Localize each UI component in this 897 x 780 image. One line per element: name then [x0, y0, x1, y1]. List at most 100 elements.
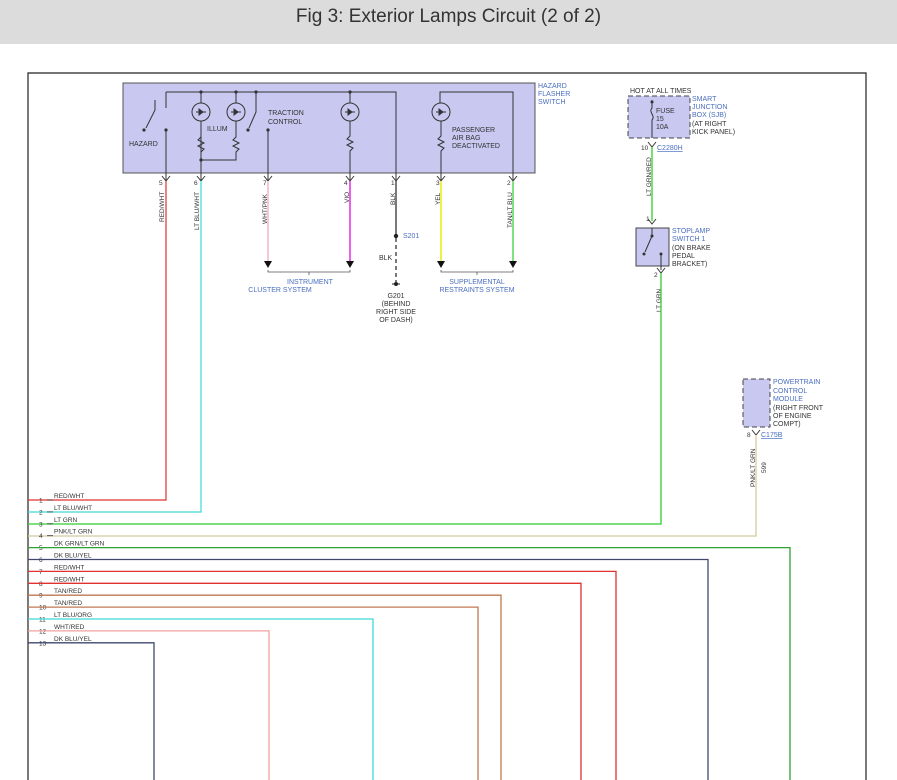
pcm-label-5: OF ENGINE [773, 413, 812, 420]
bus-line-label: RED/WHT [54, 576, 84, 583]
pin-number: 4 [344, 180, 348, 187]
hazard-contact [145, 109, 156, 129]
arrow-instrument-2 [346, 261, 354, 268]
bus-line-label: LT BLU/WHT [54, 505, 92, 512]
pin-4: 4 VIO [344, 175, 355, 203]
indicator-lamp-icon [340, 92, 360, 180]
bus-line-label: WHT/RED [54, 624, 85, 631]
powertrain-control-module: POWERTRAIN CONTROL MODULE (RIGHT FRONT O… [742, 378, 824, 487]
pcm-connector-label[interactable]: C175B [761, 432, 783, 439]
hazard-label: HAZARD [129, 141, 158, 148]
bus-line-label: TAN/RED [54, 588, 82, 595]
instrument-bracket [267, 270, 351, 275]
bus-line-number: 6 [39, 557, 43, 564]
sjb-connector-label[interactable]: C2280H [657, 145, 683, 152]
passenger-label-1: PASSENGER [452, 127, 495, 134]
hot-at-all-times-label: HOT AT ALL TIMES [630, 88, 692, 95]
diagram-frame [27, 72, 867, 780]
bus-line-number: 7 [39, 569, 43, 576]
stoplamp-pin-top: 1 [646, 216, 650, 223]
bus-wire [28, 594, 502, 780]
sjb-pin: 10 [641, 145, 649, 152]
sjb-label-3: BOX (SJB) [692, 112, 726, 119]
passenger-label-3: DEACTIVATED [452, 143, 500, 150]
bus-line-number: 9 [39, 593, 43, 600]
bus-line-label: DK GRN/LT GRN [54, 541, 105, 548]
bus-line-number: 5 [39, 545, 43, 552]
airbag-lamp-icon [431, 91, 460, 180]
illum-lamp-1-icon [191, 92, 211, 180]
wire-red-wht-drop [28, 181, 167, 501]
bus-line-label: PNK/LT GRN [54, 529, 93, 536]
sjb-label-5: KICK PANEL) [692, 129, 735, 136]
stoplamp-switch: 1 STOPLAMP SWITCH 1 (ON BRAKE PEDAL BRAC… [635, 216, 711, 312]
pcm-label-3: MODULE [773, 396, 803, 403]
stoplamp-label-5: BRACKET) [672, 261, 707, 268]
instrument-cluster-label-1: INSTRUMENT [287, 279, 334, 286]
pcm-label-4: (RIGHT FRONT [773, 405, 824, 412]
hazard-flasher-switch: HAZARD FLASHER SWITCH HAZARD [122, 82, 570, 180]
sjb-wire-label: LT GRN/RED [646, 157, 653, 196]
wire-label: YEL [435, 192, 442, 205]
stoplamp-pin-bottom: 2 [654, 272, 658, 279]
pcm-label-2: CONTROL [773, 388, 807, 395]
bus-line-label: RED/WHT [54, 564, 84, 571]
splice-s201 [393, 233, 399, 239]
bus-wire [28, 546, 791, 780]
pcm-wire-label: PNK/LT GRN [750, 448, 757, 487]
pin-number: 6 [194, 180, 198, 187]
bus-line-number: 2 [39, 509, 43, 516]
bus-line-number: 4 [39, 533, 43, 540]
stoplamp-label-1: STOPLAMP [672, 228, 710, 235]
srs-bracket [440, 270, 514, 275]
bus-line-number: 8 [39, 581, 43, 588]
hazard-switch-title-3: SWITCH [538, 99, 566, 106]
ground-label-1: G201 [387, 293, 404, 300]
hazard-switch-title-2: FLASHER [538, 91, 570, 98]
page-title: Fig 3: Exterior Lamps Circuit (2 of 2) [295, 6, 602, 27]
smart-junction-box: HOT AT ALL TIMES FUSE 15 10A SMART JUNCT… [627, 88, 735, 196]
wire-lt-grn [28, 273, 662, 525]
bus-line-number: 1 [39, 498, 43, 505]
wire-label: RED/WHT [159, 192, 166, 222]
wire-label: VIO [344, 192, 351, 203]
arrow-instrument-1 [264, 261, 272, 268]
pcm-pin: 8 [747, 432, 751, 439]
bus-line-number: 10 [39, 605, 47, 612]
bus-wire [28, 570, 617, 780]
bus-wire [28, 630, 270, 780]
instrument-cluster-label-2: CLUSTER SYSTEM [248, 287, 312, 294]
wire-pnk-lt-grn [28, 435, 757, 537]
supplemental-label-2: RESTRAINTS SYSTEM [439, 287, 514, 294]
illum-label: ILLUM [207, 126, 228, 133]
fuse-label: FUSE [656, 108, 675, 115]
pin-number: 7 [263, 180, 267, 187]
pin-7: 7 WHT/PNK [262, 175, 273, 224]
pin-number: 5 [159, 180, 163, 187]
title-bar: Fig 3: Exterior Lamps Circuit (2 of 2) [0, 0, 897, 44]
bus-line-number: 11 [39, 617, 46, 624]
traction-label-1: TRACTION [268, 110, 304, 117]
pin-number: 3 [436, 180, 440, 187]
traction-contact [248, 92, 257, 129]
wire-label: TAN/LT BLU [507, 192, 514, 228]
stoplamp-label-2: SWITCH 1 [672, 236, 706, 243]
bus-line-label: LT GRN [54, 517, 78, 524]
pin-6: 6 LT BLU/WHT [194, 175, 206, 230]
bus-line-label: TAN/RED [54, 600, 82, 607]
passenger-label-2: AIR BAG [452, 135, 480, 142]
pcm-circuit-number: 599 [761, 462, 768, 473]
pin-number: 1 [391, 180, 395, 187]
fuse-number: 15 [656, 116, 664, 123]
sjb-label-4: (AT RIGHT [692, 121, 727, 128]
bus-line-number: 3 [39, 521, 43, 528]
bus-line-number: 12 [39, 628, 47, 635]
stoplamp-label-4: PEDAL [672, 253, 695, 260]
bus-wire [28, 582, 582, 780]
wire-label: WHT/PNK [262, 193, 269, 224]
bus-line-label: RED/WHT [54, 493, 84, 500]
bus-line-label: LT BLU/ORG [54, 612, 92, 619]
bus-wire [28, 558, 709, 780]
bus-wire [28, 606, 479, 780]
